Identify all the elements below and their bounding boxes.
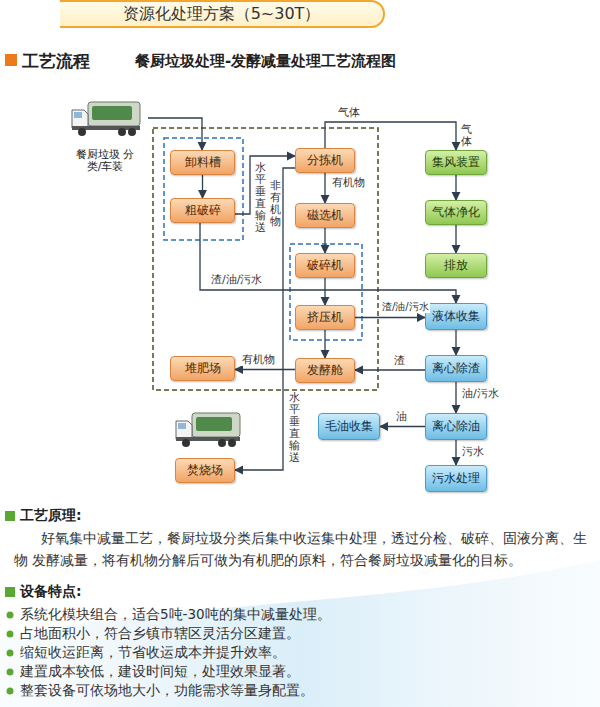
node-text: 焚烧场 [187, 464, 223, 478]
diagram-title: 餐厨垃圾处理-发酵减量处理工艺流程图 [135, 52, 396, 71]
truck-source: 餐厨垃圾 分类/车装 [62, 92, 148, 174]
bullet-dots [7, 612, 14, 695]
node-text: 卸料槽 [185, 156, 221, 170]
flow-arrow [202, 175, 203, 198]
process-box: 液体收集 [425, 303, 487, 330]
process-box: 破碎机 [295, 253, 355, 278]
flow-arrow [455, 330, 456, 355]
node-text: 离心除油 [432, 420, 480, 434]
edge-label: 渣 [393, 354, 406, 367]
process-box: 毛油收集 [318, 413, 380, 440]
process-box: 排放 [425, 253, 487, 278]
node-text: 破碎机 [307, 259, 343, 273]
process-box: 离心除油 [425, 413, 487, 440]
edge-label: 污水 [461, 445, 485, 458]
node-text: 粗破碎 [185, 204, 221, 218]
process-box: 发酵舱 [295, 358, 355, 383]
node-text: 发酵舱 [307, 364, 343, 378]
flow-arrow [455, 382, 456, 413]
flow-arrow [355, 317, 425, 318]
process-box: 集风装置 [425, 150, 487, 175]
node-text: 磁选机 [307, 209, 343, 223]
edge-label: 非有机物 [270, 180, 281, 228]
node-text: 资源化处理方案（5~30T） [123, 5, 321, 23]
flow-note: 气体 [461, 124, 472, 148]
node-text: 集风装置 [432, 156, 480, 170]
bullet-item: 缩短收运距离，节省收运成本并提升效率。 [20, 644, 286, 662]
node-text: 离心除渣 [432, 362, 480, 376]
flow-arrow [355, 369, 425, 370]
section-marker [5, 587, 15, 597]
section-heading: 设备特点: [20, 583, 82, 601]
flow-arrow [148, 118, 202, 150]
node-text: 污水处理 [432, 472, 480, 486]
node-text: 餐厨垃圾 分类/车装 [74, 149, 136, 174]
node-text: 毛油收集 [325, 420, 373, 434]
edge-label: 气体 [337, 106, 361, 119]
process-box: 污水处理 [425, 465, 487, 492]
system-boundary [153, 128, 378, 390]
module-boundary [290, 244, 362, 340]
edge-label: 渣/油/污水 [381, 301, 430, 313]
process-box: 挤压机 [295, 305, 355, 330]
flow-arrow [380, 426, 425, 427]
flow-arrow [235, 369, 295, 370]
module-boundary [164, 138, 243, 240]
process-box: 离心除渣 [425, 355, 487, 382]
process-box: 焚烧场 [175, 458, 235, 483]
flow-arrow [455, 440, 456, 465]
title-banner: 资源化处理方案（5~30T） [60, 0, 385, 28]
flow-arrow [455, 175, 456, 200]
background-swoosh [0, 560, 600, 707]
flow-arrow [324, 330, 325, 358]
edge-label: 有机物 [241, 353, 276, 366]
flow-arrow [324, 278, 325, 305]
section-marker [5, 511, 15, 521]
process-box: 分拣机 [295, 148, 355, 173]
node-text: 分拣机 [307, 154, 343, 168]
edge-label: 油 [395, 410, 408, 423]
bullet-item: 建置成本较低，建设时间短，处理效果显著。 [20, 663, 300, 681]
edge-label: 有机物 [331, 176, 366, 189]
edge-label: 油/污水 [461, 387, 500, 400]
section-marker [5, 54, 17, 66]
truck-icon [72, 102, 140, 136]
flow-arrow [324, 228, 325, 253]
node-text: 堆肥场 [185, 362, 221, 376]
node-text: 挤压机 [307, 311, 343, 325]
bullet-item: 占地面积小，符合乡镇市辖区灵活分区建置。 [20, 625, 300, 643]
flow-arrow [325, 122, 456, 150]
section-heading: 工艺流程 [22, 50, 90, 73]
process-box: 气体净化 [425, 200, 487, 225]
process-box: 卸料槽 [170, 150, 235, 175]
process-box: 堆肥场 [170, 356, 235, 381]
truck-icon [176, 413, 240, 447]
body-paragraph: 好氧集中减量工艺，餐厨垃圾分类后集中收运集中处理，透过分检、破碎、固液分离、生物… [14, 527, 588, 571]
node-text: 排放 [444, 259, 468, 273]
flow-arrow [455, 225, 456, 253]
flow-note: 水平垂直输送 [289, 392, 300, 465]
edge-label: 渣/油/污水 [210, 273, 263, 286]
process-box: 粗破碎 [170, 198, 235, 223]
section-heading: 工艺原理: [20, 507, 82, 525]
bullet-item: 整套设备可依场地大小，功能需求等量身配置。 [20, 682, 314, 700]
node-text: 液体收集 [432, 310, 480, 324]
edge-label: 水平垂直输送 [255, 162, 266, 235]
process-box: 磁选机 [295, 203, 355, 228]
node-text: 气体净化 [432, 206, 480, 220]
flow-arrow [200, 223, 456, 303]
flow-arrow [324, 173, 325, 203]
bullet-item: 系统化模块组合，适合5吨-30吨的集中减量处理。 [20, 606, 331, 624]
